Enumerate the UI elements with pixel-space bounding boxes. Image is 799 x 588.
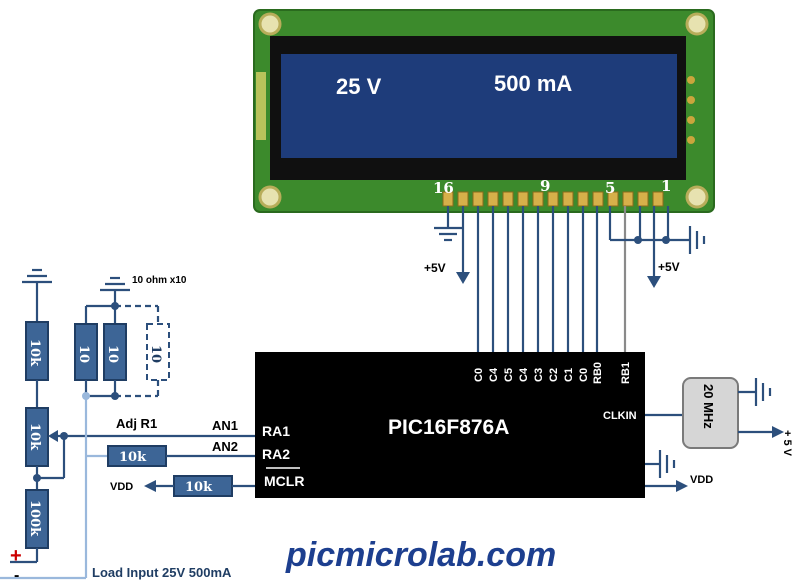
adj-r1-label: Adj R1 bbox=[116, 416, 157, 431]
vdd-right-label: VDD bbox=[690, 474, 713, 486]
resistor-label: 10k bbox=[119, 450, 147, 465]
pin-ra1: RA1 bbox=[262, 423, 290, 439]
resistor-label: 10 bbox=[105, 345, 120, 363]
lcd-data-wires bbox=[476, 206, 627, 352]
vdd-left-label: VDD bbox=[110, 481, 133, 493]
top-pin-label: C0 bbox=[473, 368, 485, 382]
plus-sign: + bbox=[10, 545, 22, 567]
lcd-right-pin-wiring bbox=[608, 206, 706, 288]
top-pin-label: C3 bbox=[533, 368, 545, 382]
lcd-screen bbox=[281, 54, 677, 158]
load-input-label: Load Input 25V 500mA bbox=[92, 565, 232, 580]
an2-label: AN2 bbox=[212, 439, 238, 454]
lcd-module bbox=[253, 9, 715, 213]
an1-label: AN1 bbox=[212, 418, 238, 433]
shunt-bottom-wiring bbox=[0, 380, 160, 580]
pin-ra2: RA2 bbox=[262, 446, 290, 462]
crystal-plus5v-arrow bbox=[738, 426, 784, 438]
mcu-chip bbox=[255, 352, 645, 498]
shunt-note: 10 ohm x10 bbox=[132, 275, 187, 286]
top-pin-label: RB1 bbox=[620, 362, 632, 384]
resistor-label: 10k bbox=[27, 423, 42, 451]
vdd-left-arrow bbox=[144, 480, 174, 492]
top-pin-label: C5 bbox=[503, 368, 515, 382]
lcd-pin-16: 16 bbox=[433, 179, 454, 197]
lcd-voltage-text: 25 V bbox=[336, 74, 382, 99]
divider-ground bbox=[22, 268, 52, 322]
pin-mclr: MCLR bbox=[264, 473, 304, 489]
resistor-label: 10k bbox=[185, 480, 213, 495]
resistor-label: 10 bbox=[148, 345, 163, 363]
vdd-right-arrow bbox=[645, 480, 688, 492]
top-pin-label: C4 bbox=[518, 367, 530, 382]
top-pin-label: C1 bbox=[563, 368, 575, 382]
lcd-current-text: 500 mA bbox=[494, 71, 572, 96]
mcu-name: PIC16F876A bbox=[388, 416, 509, 439]
top-pin-label: C2 bbox=[548, 368, 560, 382]
top-pin-label: C0 bbox=[578, 368, 590, 382]
resistor-label: 100k bbox=[27, 500, 42, 537]
watermark: picmicrolab.com bbox=[285, 536, 556, 574]
crystal-oscillator bbox=[682, 377, 739, 449]
shunt-ground bbox=[84, 276, 160, 324]
lcd-pin-1: 1 bbox=[661, 177, 671, 195]
plus5v-left-arrow bbox=[456, 206, 470, 284]
plus5v-right-label: +5V bbox=[658, 260, 680, 274]
plus5v-left-label: +5V bbox=[424, 261, 446, 275]
crystal-label: 20 MHz bbox=[701, 384, 716, 429]
crystal-ground bbox=[738, 378, 772, 406]
mcu-ground-right bbox=[645, 450, 676, 478]
lcd-ground-16 bbox=[434, 206, 462, 242]
minus-sign: - bbox=[14, 567, 19, 584]
shunt-resistor-3 bbox=[146, 323, 170, 381]
lcd-pin-9: 9 bbox=[540, 177, 550, 195]
lcd-pin-5: 5 bbox=[605, 179, 615, 197]
resistor-label: 10k bbox=[27, 339, 42, 367]
top-pin-label: C4 bbox=[488, 367, 500, 382]
top-pin-label: RB0 bbox=[592, 362, 604, 384]
crystal-plus5v-label: + 5 V bbox=[781, 430, 793, 457]
pin-clkin: CLKIN bbox=[603, 410, 637, 422]
resistor-label: 10 bbox=[76, 345, 91, 363]
